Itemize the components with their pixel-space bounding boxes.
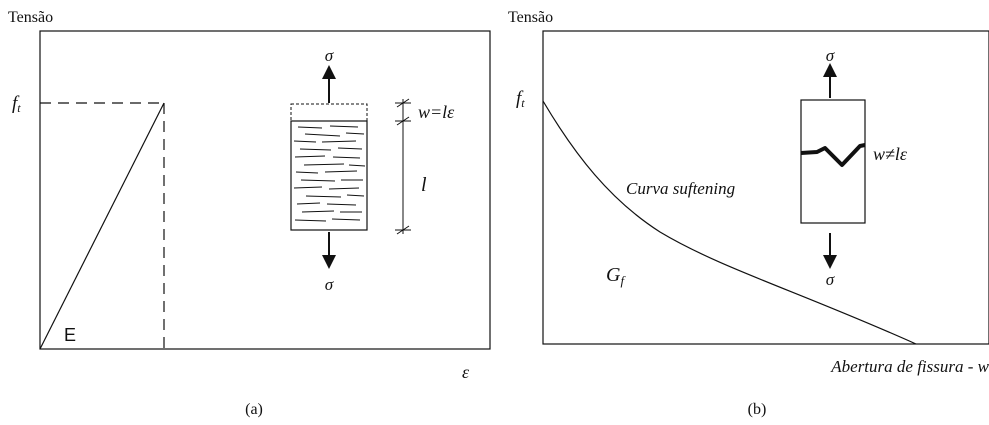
- panel-b-softening-curve: [542, 100, 917, 345]
- panel-a-frame: [39, 30, 491, 350]
- panel-b-frame: [542, 30, 989, 345]
- panel-b-curve-label: Curva suftening: [626, 179, 735, 198]
- panel-b-x-axis-label: Abertura de fissura - w: [830, 357, 989, 376]
- panel-b-specimen-body: [800, 99, 866, 224]
- panel-a-microcracks: [293, 125, 366, 222]
- panel-a-dimension: [395, 98, 411, 235]
- panel-a-crack-label: w=lε: [418, 102, 455, 122]
- panel-a-specimen-body: [290, 120, 368, 231]
- panel-a-stress-top: σ: [325, 46, 334, 65]
- panel-a-length-label: l: [421, 174, 427, 196]
- panel-b-stress-top: σ: [826, 46, 835, 65]
- panel-b-crack-label: w≠lε: [873, 144, 908, 164]
- panel-a-caption: (a): [245, 401, 263, 418]
- panel-a-y-axis-label: Tensão: [8, 9, 53, 26]
- panel-b-y-axis-label: Tensão: [508, 9, 553, 26]
- panel-a-specimen: σ σ: [290, 46, 455, 294]
- panel-a-stress-bottom: σ: [325, 275, 334, 294]
- panel-b-caption: (b): [748, 401, 767, 418]
- panel-a-peak-label: ft: [12, 93, 21, 115]
- panel-a: Tensão ft E ε σ: [8, 9, 491, 418]
- panel-b-energy-label: Gf: [606, 264, 626, 288]
- panel-a-elastic-line: [39, 102, 165, 350]
- panel-b-peak-label: ft: [516, 88, 525, 110]
- panel-b-crack: [800, 143, 866, 167]
- panel-a-slope-label: E: [64, 325, 76, 345]
- panel-a-crack-zone: [290, 103, 368, 122]
- panel-b: Tensão ft Curva suftening Gf σ σ w≠lε Ab…: [508, 9, 989, 418]
- panel-a-x-axis-label: ε: [462, 362, 470, 382]
- panel-b-stress-bottom: σ: [826, 270, 835, 289]
- panel-b-specimen: σ σ w≠lε: [800, 46, 908, 289]
